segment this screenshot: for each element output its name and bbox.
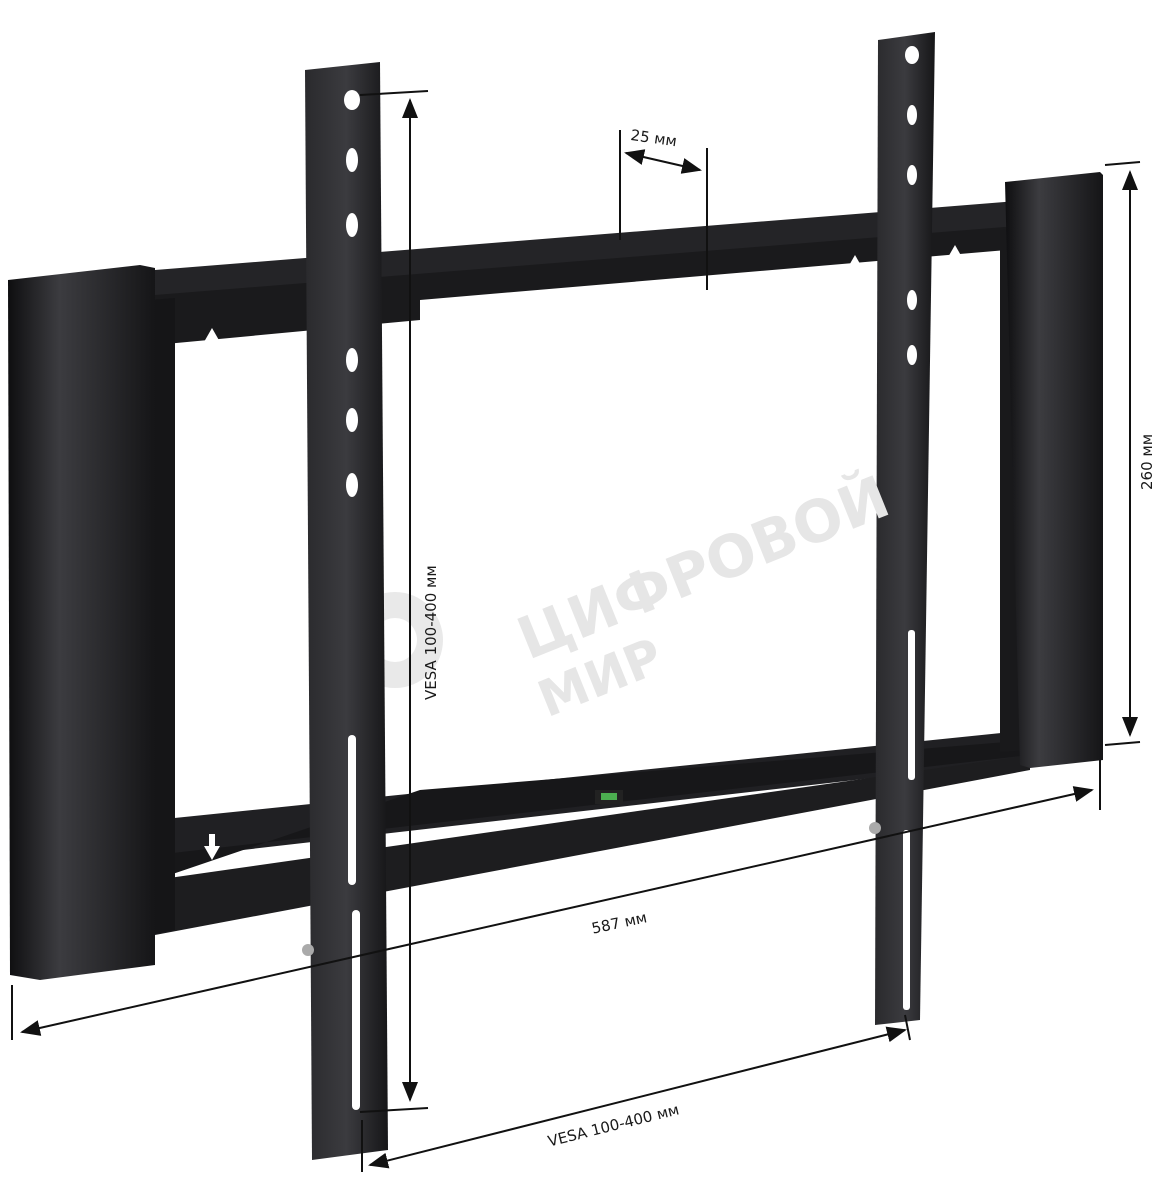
dimension-height-label: 260 мм [1138, 433, 1156, 490]
dimension-lines [11, 90, 1141, 1172]
left-end-cap [8, 265, 155, 980]
dimension-vesa-vertical-label: VESA 100-400 мм [422, 565, 440, 700]
right-end-cap [1005, 172, 1103, 768]
right-vertical-rail [875, 32, 935, 1025]
